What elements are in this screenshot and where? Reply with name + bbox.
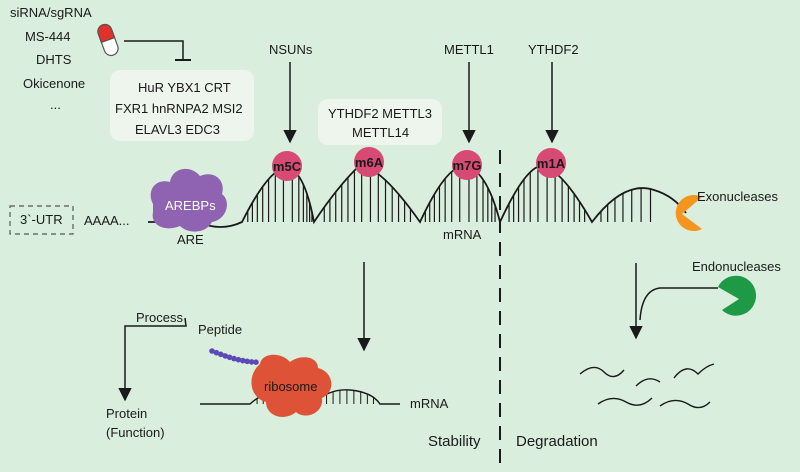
endonucleases-label: Endonucleases xyxy=(692,259,781,274)
peptide-bead-7 xyxy=(240,357,246,364)
peptide-bead-3 xyxy=(222,353,228,359)
fragment-3 xyxy=(673,363,715,379)
peptide-bead-2 xyxy=(218,351,224,358)
writers-line-1: YTHDF2 METTL3 xyxy=(328,106,432,121)
capsule-icon xyxy=(97,23,119,57)
peptide-bead-9 xyxy=(248,359,255,365)
inhibitor-sirna: siRNA/sgRNA xyxy=(10,5,92,20)
protein-label: Protein xyxy=(106,406,147,421)
endonuclease-icon xyxy=(718,275,757,316)
peptide-bead-8 xyxy=(244,358,250,365)
mod-m5c: m5C xyxy=(272,151,302,181)
ribosome-label: ribosome xyxy=(264,379,317,394)
ythdf2-label: YTHDF2 xyxy=(528,42,579,57)
exonuclease-icon xyxy=(675,195,702,232)
peptide-label: Peptide xyxy=(198,322,242,337)
mrna-label: mRNA xyxy=(443,227,482,242)
mettl1-label: METTL1 xyxy=(444,42,494,57)
peptide-bead-6 xyxy=(235,356,242,363)
fragment-1 xyxy=(579,366,625,378)
mod-label-m1a: m1A xyxy=(537,156,566,171)
utr-label: 3`-UTR xyxy=(20,212,63,227)
mod-label-m7g: m7G xyxy=(453,158,482,173)
translation-mrna-label: mRNA xyxy=(410,396,449,411)
process-arrow xyxy=(118,317,187,402)
mrna-strand xyxy=(148,164,687,228)
rbp-line-1: HuR YBX1 CRT xyxy=(138,80,231,95)
function-label: (Function) xyxy=(106,425,165,440)
fragment-2 xyxy=(635,378,661,387)
peptide-bead-0 xyxy=(209,348,215,354)
peptide-bead-4 xyxy=(226,354,233,361)
mod-label-m6a: m6A xyxy=(355,155,384,170)
peptide-chain xyxy=(209,348,259,366)
endonuclease-path xyxy=(639,287,718,321)
inhibitor-list: siRNA/sgRNA MS-444 DHTS Okicenone ... xyxy=(10,5,92,112)
ribosome: ribosome xyxy=(251,354,332,417)
rbp-box xyxy=(110,70,254,141)
fragment-4 xyxy=(597,397,653,406)
arebps-protein: AREBPs xyxy=(150,168,227,232)
inhibitor-ellipsis: ... xyxy=(50,97,61,112)
are-label: ARE xyxy=(177,232,204,247)
utr-box xyxy=(9,205,74,235)
arebps-label: AREBPs xyxy=(165,198,216,213)
writers-line-2: METTL14 xyxy=(352,125,409,140)
peptide-bead-5 xyxy=(231,355,237,362)
rbp-line-2: FXR1 hnRNPA2 MSI2 xyxy=(115,101,243,116)
rbp-line-3: ELAVL3 EDC3 xyxy=(135,122,220,137)
inhibitor-dhts: DHTS xyxy=(36,52,72,67)
stability-label: Stability xyxy=(428,433,481,450)
process-label: Process xyxy=(136,310,183,325)
inhibition-line xyxy=(124,40,184,60)
inhibitor-okicenone: Okicenone xyxy=(23,76,85,91)
mod-m1a: m1A xyxy=(536,148,566,178)
fragment-5 xyxy=(659,399,711,409)
polya-label: AAAA... xyxy=(84,213,130,228)
rna-fragments xyxy=(579,363,715,409)
peptide-bead-1 xyxy=(213,349,220,356)
nsuns-label: NSUNs xyxy=(269,42,313,57)
mod-m7g: m7G xyxy=(452,150,482,180)
exonucleases-label: Exonucleases xyxy=(697,189,778,204)
writers-box xyxy=(318,99,442,145)
peptide-bead-10 xyxy=(253,359,259,366)
mod-m6a: m6A xyxy=(354,147,384,177)
inhibitor-ms444: MS-444 xyxy=(25,29,71,44)
mod-label-m5c: m5C xyxy=(273,159,302,174)
degradation-label: Degradation xyxy=(516,433,598,450)
